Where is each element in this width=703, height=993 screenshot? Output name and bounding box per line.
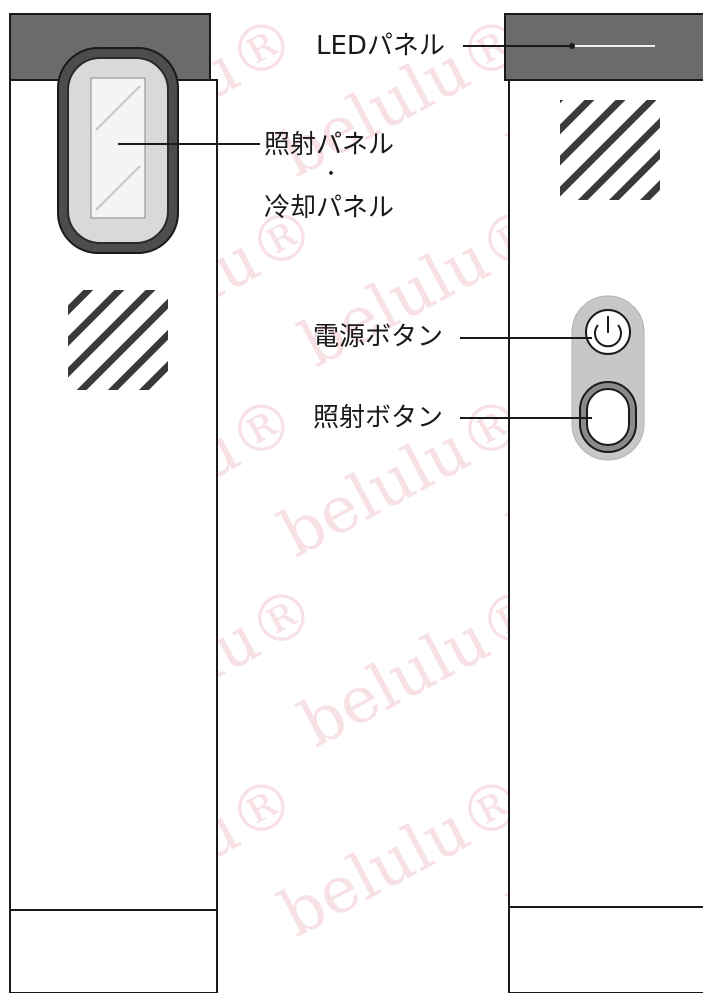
- power-icon-arc: [594, 324, 622, 348]
- leader-lines: [118, 43, 592, 419]
- side-body: [508, 79, 703, 993]
- irradiation-button-shape: [586, 388, 630, 446]
- irradiation-panel-label: 照射パネル: [264, 130, 395, 160]
- front-body: [9, 79, 218, 993]
- front-vent-stripes: [68, 290, 168, 390]
- side-vent-stripes: [560, 100, 660, 200]
- power-button-label: 電源ボタン: [313, 322, 444, 352]
- side-view: [504, 13, 703, 993]
- label-separator: ・: [322, 164, 340, 185]
- cooling-panel-label: 冷却パネル: [264, 193, 395, 223]
- front-view: [9, 13, 218, 993]
- irradiation-button-label: 照射ボタン: [313, 403, 444, 433]
- led-panel-label: LEDパネル: [316, 31, 445, 61]
- irradiation-panel-glass: [90, 77, 146, 219]
